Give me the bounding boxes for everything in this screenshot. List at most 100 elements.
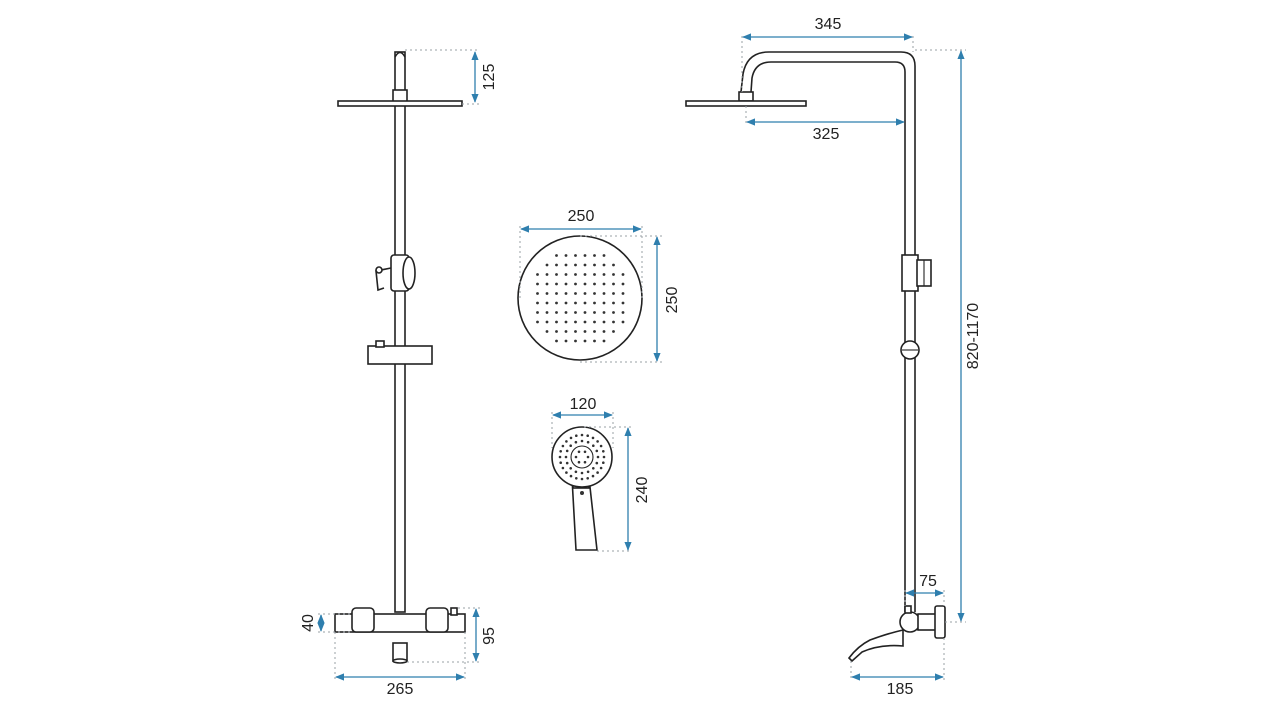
rain-head-nozzle	[555, 263, 558, 267]
hand-shower-nozzle	[592, 467, 595, 470]
rain-head-nozzle	[621, 282, 625, 286]
rain-head-nozzle	[536, 282, 539, 286]
rain-head-nozzle	[555, 292, 558, 295]
front-head-height-label: 125	[481, 64, 498, 91]
front-diverter-pin	[375, 266, 383, 274]
rain-head-nozzle	[612, 273, 615, 276]
rain-head-nozzle	[545, 292, 549, 295]
rain-head-nozzle	[545, 311, 549, 314]
hand-shower-nozzle	[580, 471, 584, 475]
rain-head-disc	[517, 235, 643, 361]
rain-head-nozzle	[593, 320, 596, 324]
front-dimensions: 125 40 95 265	[300, 49, 498, 698]
rain-head-nozzle	[593, 301, 596, 305]
rain-head-nozzle	[555, 273, 558, 276]
rain-head-nozzle	[621, 292, 625, 295]
hand-shower-nozzle	[586, 470, 590, 474]
rain-head-width-label: 250	[568, 208, 595, 225]
rain-head-nozzle	[583, 282, 587, 286]
rain-head-nozzle	[602, 330, 606, 333]
rain-head-nozzle	[612, 282, 615, 286]
rain-head-nozzle	[555, 311, 558, 314]
front-mixer-button	[450, 607, 458, 616]
hand-shower-nozzle	[583, 460, 587, 464]
hand-shower-nozzle	[602, 461, 605, 465]
rain-head-nozzle	[545, 263, 549, 267]
rain-head-nozzle	[545, 330, 549, 333]
rain-head-nozzle	[602, 301, 606, 305]
rain-head-nozzle	[574, 292, 577, 295]
rain-head-nozzle	[621, 301, 625, 305]
rain-head-nozzle	[593, 282, 596, 286]
hand-shower-nozzle	[577, 450, 581, 454]
rain-head-nozzle	[583, 273, 587, 276]
rain-head-nozzle	[612, 263, 615, 267]
rain-head-nozzle	[583, 320, 587, 324]
side-head-connector	[738, 91, 754, 102]
front-diverter-knob	[402, 256, 416, 290]
hand-shower-nozzle	[564, 455, 568, 459]
hand-shower-nozzle	[569, 444, 572, 448]
front-diverter-lever	[375, 267, 392, 292]
hand-shower-nozzle	[595, 461, 599, 465]
front-head-connector	[392, 89, 408, 103]
rain-head-nozzle	[545, 273, 549, 276]
hand-shower-nozzle	[565, 449, 569, 453]
rain-head-nozzle	[612, 301, 615, 305]
rain-head-nozzle	[564, 263, 568, 267]
rain-head-nozzle	[564, 282, 568, 286]
rain-head-nozzle	[621, 273, 625, 276]
rain-head-nozzle	[602, 263, 606, 267]
rain-head-nozzle	[583, 339, 587, 343]
rain-head-nozzle	[593, 292, 596, 295]
rain-head-nozzle	[564, 254, 568, 257]
rain-head-nozzle	[574, 254, 577, 257]
side-mixer-depth-label: 75	[919, 573, 937, 590]
hand-shower-nozzle	[565, 471, 568, 474]
rain-head-nozzle	[574, 320, 577, 324]
rain-head-nozzle	[564, 311, 568, 314]
front-body-height-label: 40	[300, 614, 317, 632]
hand-shower-nozzle	[577, 460, 581, 464]
rain-head-nozzle	[574, 282, 577, 286]
rain-head-nozzle	[574, 311, 577, 314]
rain-head-nozzle	[612, 292, 615, 295]
rain-head-nozzle	[564, 330, 568, 333]
rain-head-nozzle	[555, 320, 558, 324]
side-spout-reach-label: 185	[887, 681, 914, 698]
side-arm-reach-label: 345	[815, 16, 842, 33]
hand-shower-nozzle	[586, 440, 590, 444]
rain-head-nozzle	[574, 339, 577, 343]
side-rain-head	[685, 100, 807, 107]
front-riser-cap	[394, 51, 406, 58]
rain-head-nozzle	[602, 339, 606, 343]
rain-head-nozzle	[555, 254, 558, 257]
hand-shower-nozzle	[575, 477, 578, 480]
rain-head-nozzle	[602, 273, 606, 276]
hand-shower-nozzle	[602, 455, 606, 459]
rain-head-nozzle	[612, 320, 615, 324]
side-view	[685, 51, 946, 663]
hand-shower-nozzle	[565, 440, 568, 443]
hand-shower-nozzle	[575, 434, 578, 438]
hand-shower-nozzle	[574, 440, 578, 444]
rain-head-height-label: 250	[664, 287, 681, 314]
rain-head-nozzle	[612, 330, 615, 333]
hand-shower-nozzle	[592, 444, 595, 448]
rain-head-nozzle	[536, 311, 539, 314]
hand-shower-nozzle	[580, 433, 584, 437]
rain-head-nozzle	[574, 301, 577, 305]
side-mixer-body	[899, 611, 921, 633]
hand-shower-width-label: 120	[570, 396, 597, 413]
hand-shower-nozzle	[558, 455, 562, 459]
rain-head-view	[517, 235, 643, 361]
rain-head-nozzle	[593, 339, 596, 343]
rain-head-nozzle	[593, 330, 596, 333]
rain-head-nozzle	[555, 339, 558, 343]
rain-head-nozzle	[536, 320, 539, 324]
rain-head-nozzle	[536, 273, 539, 276]
side-mixer-top-button	[904, 605, 912, 614]
side-pipe-inner	[750, 61, 906, 612]
hand-shower-nozzle	[599, 444, 603, 448]
